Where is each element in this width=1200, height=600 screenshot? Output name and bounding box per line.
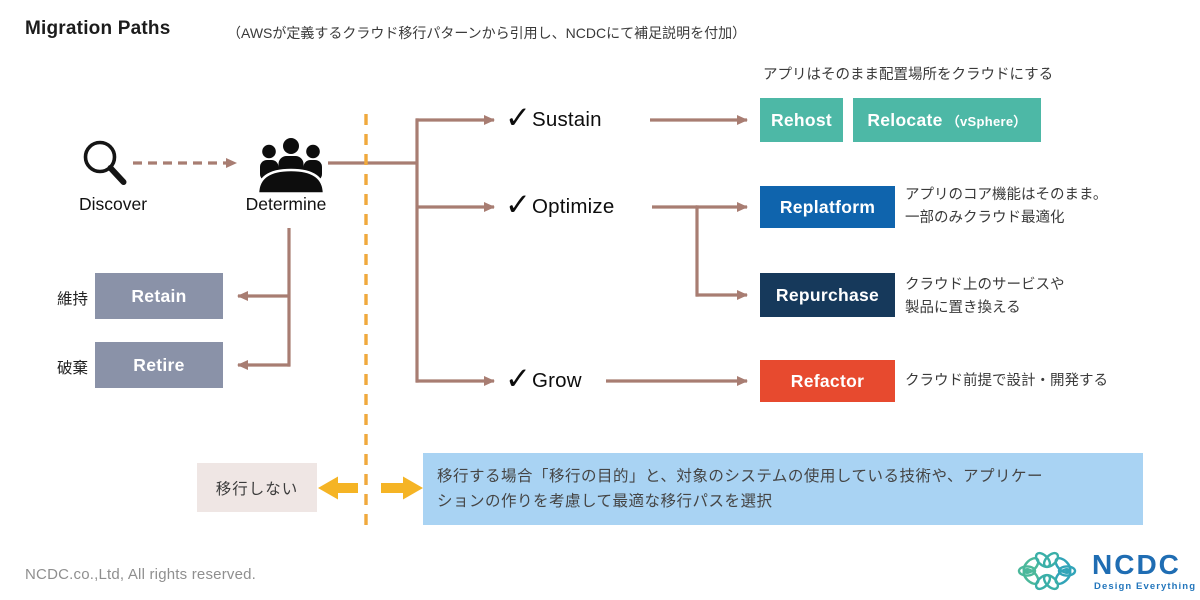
relocate-note: （vSphere） — [946, 113, 1027, 129]
repurchase-box: Repurchase — [760, 273, 895, 317]
replatform-annotation: アプリのコア機能はそのまま。 一部のみクラウド最適化 — [905, 184, 1107, 230]
discover-label: Discover — [78, 194, 148, 214]
grow-label: Grow — [531, 368, 582, 392]
sustain-annotation: アプリはそのまま配置場所をクラウドにする — [763, 67, 1054, 83]
ncdc-logo-tagline: Design Everything — [1094, 581, 1197, 592]
check-icon: ✓ — [505, 187, 531, 222]
sustain-label: Sustain — [531, 107, 602, 131]
optimize-label: Optimize — [531, 194, 615, 218]
ncdc-logo-icon — [1017, 551, 1077, 591]
migration-note-line2: ションの作りを考慮して最適な移行パスを選択 — [437, 493, 773, 510]
replatform-box: Replatform — [760, 186, 895, 228]
replatform-annotation-line1: アプリのコア機能はそのまま。 — [905, 187, 1108, 203]
page-subtitle: （AWSが定義するクラウド移行パターンから引用し、NCDCにて補足説明を付加） — [227, 25, 747, 41]
refactor-box: Refactor — [760, 360, 895, 402]
determine-label: Determine — [245, 194, 327, 214]
relocate-box: Relocate （vSphere） — [853, 98, 1041, 142]
migration-note-box: 移行する場合「移行の目的」と、対象のシステムの使用している技術や、アプリケー シ… — [423, 453, 1143, 525]
repurchase-annotation: クラウド上のサービスや 製品に置き換える — [905, 274, 1065, 320]
yellow-arrow-left-icon — [318, 476, 358, 500]
relocate-label: Relocate — [867, 109, 943, 130]
no-migration-box: 移行しない — [197, 463, 317, 512]
path-grow: ✓ Grow — [505, 361, 582, 396]
retain-box: Retain — [95, 273, 223, 319]
search-icon — [83, 140, 127, 185]
repurchase-annotation-line1: クラウド上のサービスや — [905, 277, 1065, 293]
rehost-box: Rehost — [760, 98, 843, 142]
ncdc-logo-text: NCDC — [1092, 549, 1181, 580]
copyright-text: NCDC.co.,Ltd, All rights reserved. — [25, 566, 257, 583]
repurchase-annotation-line2: 製品に置き換える — [905, 300, 1021, 316]
yellow-arrow-right-icon — [381, 476, 423, 500]
retain-jp-label: 維持 — [57, 291, 89, 308]
people-icon — [256, 138, 326, 195]
refactor-annotation: クラウド前提で設計・開発する — [905, 373, 1108, 389]
retire-jp-label: 破棄 — [57, 360, 89, 377]
migration-note-line1: 移行する場合「移行の目的」と、対象のシステムの使用している技術や、アプリケー — [437, 468, 1043, 485]
path-optimize: ✓ Optimize — [505, 187, 615, 222]
check-icon: ✓ — [505, 100, 531, 135]
check-icon: ✓ — [505, 361, 531, 396]
page-title: Migration Paths — [25, 18, 171, 39]
replatform-annotation-line2: 一部のみクラウド最適化 — [905, 210, 1065, 226]
retire-box: Retire — [95, 342, 223, 388]
path-sustain: ✓ Sustain — [505, 100, 602, 135]
